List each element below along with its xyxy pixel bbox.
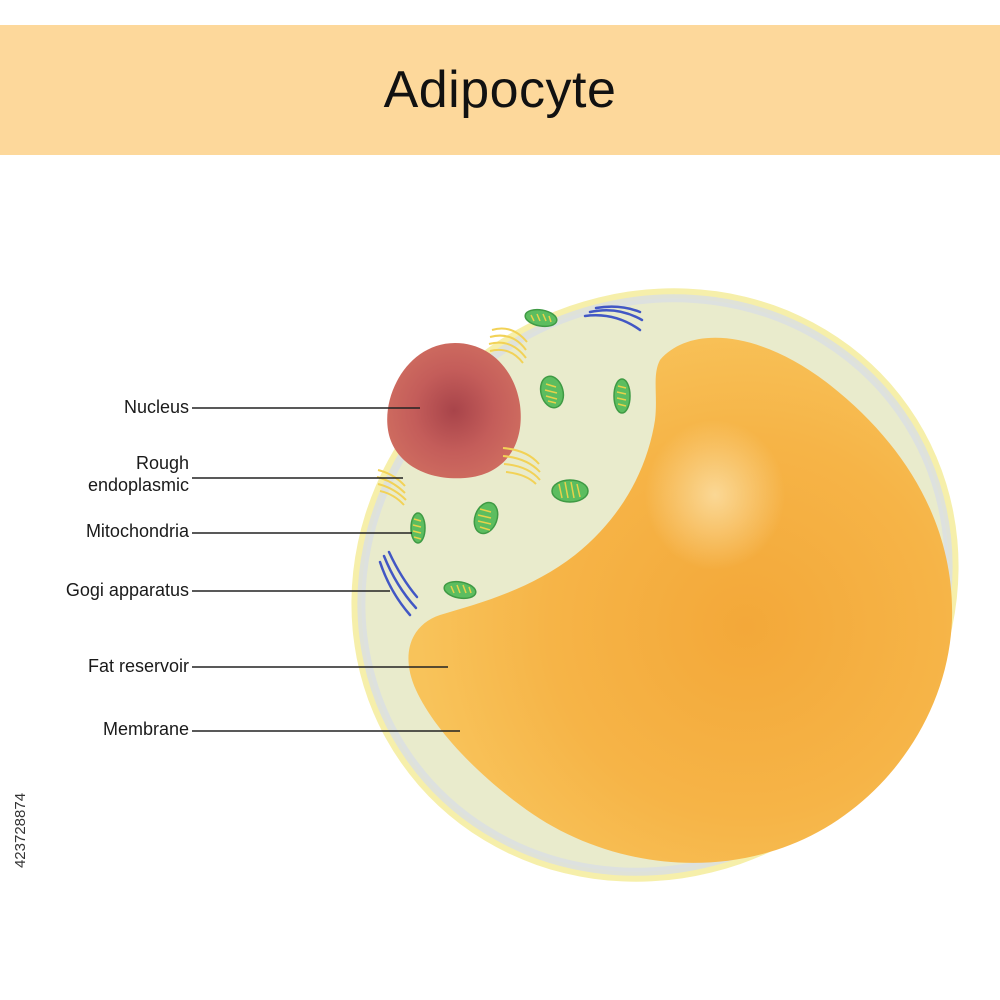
label-rough-line1: Rough <box>135 453 189 473</box>
label-golgi-apparatus: Gogi apparatus <box>65 580 189 600</box>
label-rough-endoplasmic: Rough endoplasmic <box>88 452 189 496</box>
golgi-apparatus <box>378 305 644 617</box>
mitochondrion <box>443 580 477 600</box>
label-rough-line2: endoplasmic <box>87 475 189 495</box>
mitochondrion <box>551 479 589 503</box>
mitochondria-cristae <box>412 313 627 594</box>
mitochondrion <box>410 512 426 544</box>
fat-reservoir <box>408 337 953 863</box>
mitochondrion <box>613 378 631 414</box>
label-nucleus: Nucleus <box>123 397 189 417</box>
leader-lines <box>192 407 460 732</box>
label-fat-reservoir: Fat reservoir <box>87 656 189 676</box>
label-mitochondria: Mitochondria <box>85 521 189 541</box>
rough-endoplasmic-reticulum <box>376 327 541 506</box>
mitochondrion <box>524 308 558 328</box>
page-title: Adipocyte <box>383 61 617 119</box>
fat-highlight <box>645 420 785 570</box>
mitochondrion <box>473 501 499 535</box>
title-band: Adipocyte <box>0 25 1000 155</box>
label-membrane: Membrane <box>102 719 189 739</box>
nucleus <box>387 343 521 479</box>
